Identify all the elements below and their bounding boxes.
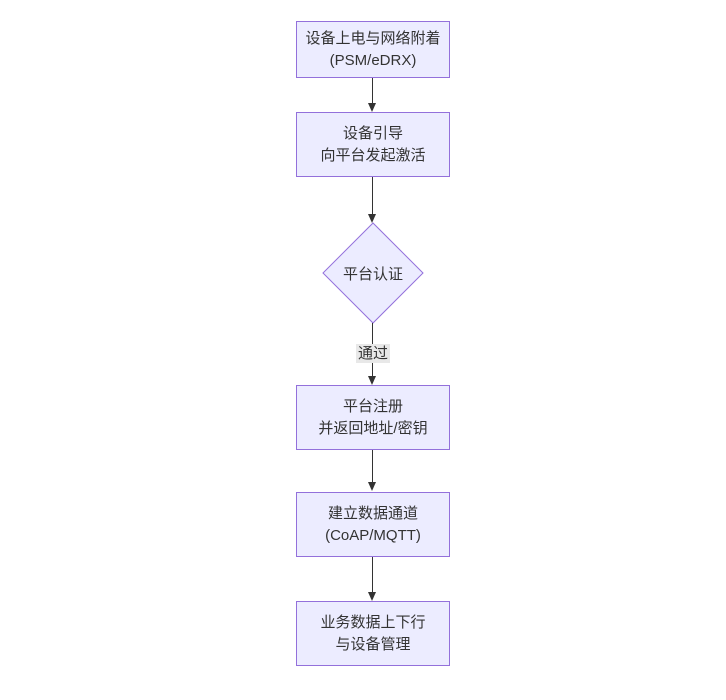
edge-bootstrap-to-auth xyxy=(368,177,376,223)
node-text-line: 建立数据通道 xyxy=(327,504,418,522)
arrowhead-icon xyxy=(368,592,376,601)
diamond-shape xyxy=(322,222,424,324)
edge-channel-to-business xyxy=(368,557,376,601)
node-text-line: 业务数据上下行 xyxy=(320,613,426,631)
arrowhead-icon xyxy=(368,103,376,112)
arrowhead-icon xyxy=(368,482,376,491)
node-text-line: 平台认证 xyxy=(342,265,403,283)
edge-label-pass: 通过 xyxy=(355,344,391,363)
flowchart-node-bootstrap: 设备引导 向平台发起激活 xyxy=(296,112,450,177)
flowchart-node-data-channel: 建立数据通道 (CoAP/MQTT) xyxy=(296,492,450,557)
node-text-line: 向平台发起激活 xyxy=(320,146,426,164)
node-text-line: 设备引导 xyxy=(342,124,403,142)
node-text-line: (PSM/eDRX) xyxy=(329,51,417,69)
node-text-line: 并返回地址/密钥 xyxy=(318,419,428,437)
flowchart-node-register: 平台注册 并返回地址/密钥 xyxy=(296,385,450,450)
node-text-line: 平台注册 xyxy=(342,397,403,415)
edge-power-to-bootstrap xyxy=(368,78,376,112)
node-text-line: 设备上电与网络附着 xyxy=(305,29,441,47)
flowchart-node-business-data: 业务数据上下行 与设备管理 xyxy=(296,601,450,666)
node-text-line: 与设备管理 xyxy=(335,635,411,653)
flowchart-node-platform-auth: 平台认证 xyxy=(322,222,424,324)
edge-register-to-channel xyxy=(368,450,376,491)
arrowhead-icon xyxy=(368,376,376,385)
flowchart-node-power-attach: 设备上电与网络附着 (PSM/eDRX) xyxy=(296,21,450,78)
arrowhead-icon xyxy=(368,214,376,223)
node-text-line: (CoAP/MQTT) xyxy=(325,526,421,544)
